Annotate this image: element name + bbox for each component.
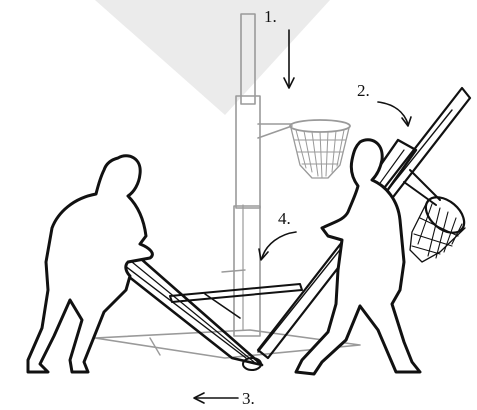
step-label-3: 3. [242, 389, 255, 408]
arrow-step-3 [193, 392, 239, 404]
step-label-1: 1. [264, 7, 277, 26]
person-left-silhouette [26, 154, 154, 374]
arrow-step-2 [377, 101, 412, 127]
arrow-step-4 [258, 231, 297, 261]
tilted-hoop [403, 169, 466, 263]
step-label-4: 4. [278, 209, 291, 228]
step-label-2: 2. [357, 81, 370, 100]
shading-wedge [95, 0, 330, 115]
arrow-step-1 [283, 29, 295, 89]
person-right-silhouette [294, 138, 422, 376]
